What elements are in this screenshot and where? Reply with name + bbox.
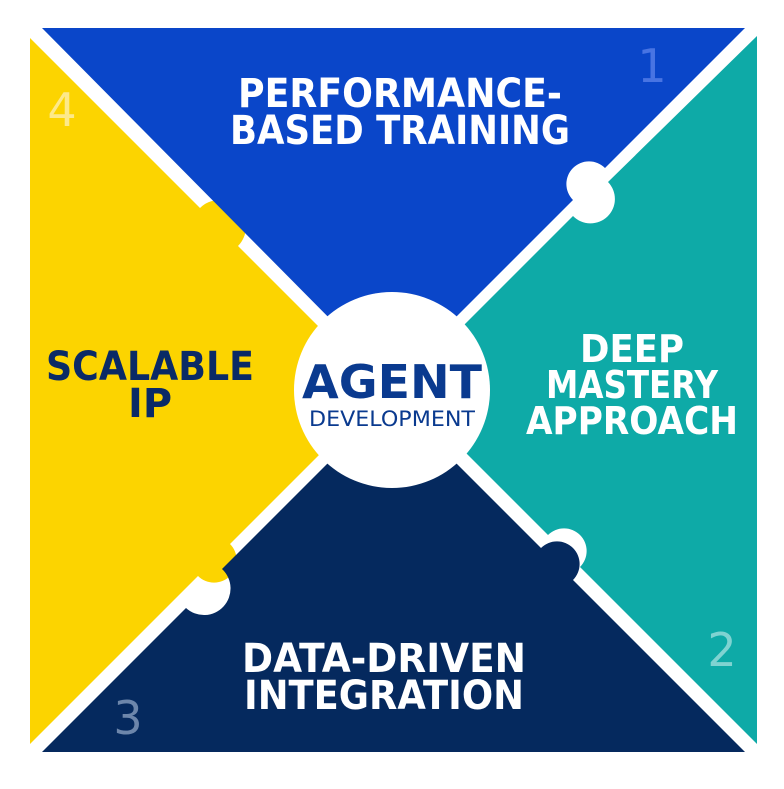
piece-bottom-data-integration <box>42 444 745 752</box>
center-hub <box>294 292 490 488</box>
piece-top-performance-training <box>42 28 745 336</box>
center-title: AGENT <box>302 355 483 409</box>
right-number: 2 <box>707 623 736 677</box>
center-subtitle: DEVELOPMENT <box>309 407 475 431</box>
top-label-line2: BASED TRAINING <box>230 108 570 154</box>
top-number: 1 <box>637 39 666 93</box>
piece-left-scalable-ip <box>30 38 338 744</box>
left-number: 4 <box>47 83 76 137</box>
left-label-line1: SCALABLE <box>46 344 254 390</box>
right-label-line2: MASTERY <box>546 363 718 407</box>
bottom-label-line1: DATA-DRIVEN <box>242 636 526 682</box>
left-label-line2: IP <box>128 381 172 427</box>
right-label-line1: DEEP <box>580 327 684 371</box>
bottom-label-line2: INTEGRATION <box>244 673 524 719</box>
piece-right-deep-mastery <box>446 36 757 744</box>
bottom-number: 3 <box>113 691 142 745</box>
top-label-line1: PERFORMANCE- <box>238 71 562 117</box>
right-label-line3: APPROACH <box>526 399 738 443</box>
